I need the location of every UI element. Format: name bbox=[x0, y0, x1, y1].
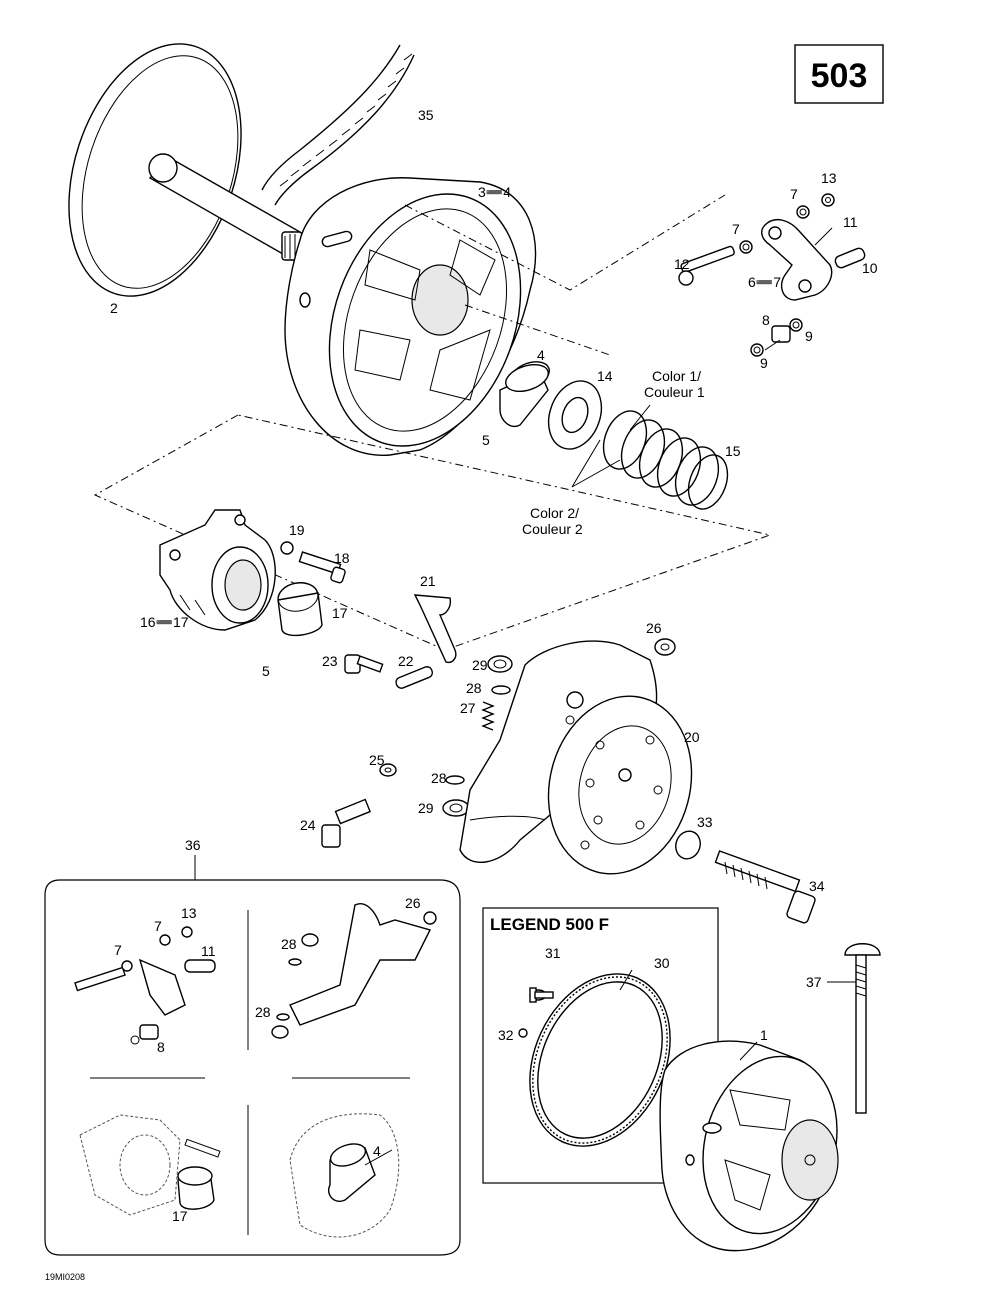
spring-color2-line1: Color 2/ bbox=[530, 505, 579, 521]
callout-7b: 7 bbox=[732, 221, 740, 237]
callout-9b: 9 bbox=[760, 355, 768, 371]
callout-21: 21 bbox=[420, 573, 436, 589]
callout-30: 30 bbox=[654, 955, 670, 971]
callout-16-17: 16➖17 bbox=[140, 614, 189, 630]
bushing-part-17 bbox=[277, 582, 323, 637]
callout-15: 15 bbox=[725, 443, 741, 459]
pin-part-22 bbox=[395, 666, 434, 689]
bushing-part-4 bbox=[499, 361, 550, 427]
callout-7a: 7 bbox=[790, 186, 798, 202]
callout-28b: 28 bbox=[431, 770, 447, 786]
callout-29a: 29 bbox=[472, 657, 488, 673]
screw-part-18-washer-19 bbox=[280, 541, 346, 584]
inset-arm-sketch bbox=[271, 903, 437, 1039]
dashed-guide-lines-upper bbox=[404, 194, 726, 356]
bolt-part-24 bbox=[321, 798, 371, 848]
sliding-half-part-20 bbox=[459, 640, 693, 875]
bolt-part-34 bbox=[714, 850, 816, 924]
callout-28c: 28 bbox=[281, 936, 297, 952]
washer-part-26 bbox=[654, 638, 676, 656]
spider-part-16-17 bbox=[159, 509, 276, 631]
callout-7c: 7 bbox=[154, 918, 162, 934]
callout-26a: 26 bbox=[646, 620, 662, 636]
callout-5a: 5 bbox=[482, 432, 490, 448]
callout-19: 19 bbox=[289, 522, 305, 538]
callout-13b: 13 bbox=[181, 905, 197, 921]
callout-9a: 9 bbox=[805, 328, 813, 344]
spring-color1-line2: Couleur 1 bbox=[644, 384, 705, 400]
fixed-half-part-1 bbox=[659, 1040, 839, 1252]
ring-part-28a bbox=[491, 685, 511, 695]
callout-6-7: 6➖7 bbox=[748, 274, 781, 290]
callout-7d: 7 bbox=[114, 942, 122, 958]
callout-4a: 4 bbox=[537, 347, 545, 363]
spring-part-27 bbox=[481, 701, 495, 731]
leader-lines bbox=[364, 339, 856, 1166]
callout-18: 18 bbox=[334, 550, 350, 566]
clutch-spring-part-15 bbox=[602, 410, 729, 510]
callout-11a: 11 bbox=[843, 214, 858, 230]
inset-spider-sketch bbox=[79, 1114, 221, 1216]
spring-color1-line1: Color 1/ bbox=[652, 368, 701, 384]
spring-seat-part-14 bbox=[547, 380, 603, 450]
callout-32: 32 bbox=[498, 1027, 514, 1043]
callout-13a: 13 bbox=[821, 170, 837, 186]
callout-29b: 29 bbox=[418, 800, 434, 816]
roller-part-29a bbox=[487, 655, 513, 673]
legend-500f-box: LEGEND 500 F bbox=[482, 907, 719, 1184]
lever-part-21 bbox=[413, 594, 457, 664]
callout-4b: 4 bbox=[373, 1143, 381, 1159]
inset-cup-sketch bbox=[289, 1113, 400, 1238]
fixed-sheave-part-2 bbox=[68, 43, 303, 297]
screw-part-23 bbox=[344, 654, 384, 674]
ring-part-28b bbox=[445, 775, 465, 785]
callout-28a: 28 bbox=[466, 680, 482, 696]
washer-part-33 bbox=[675, 830, 701, 860]
inset-lever-sketch bbox=[74, 926, 216, 1045]
callout-8a: 8 bbox=[762, 312, 770, 328]
callout-26b: 26 bbox=[405, 895, 421, 911]
callout-37: 37 bbox=[806, 974, 822, 990]
callout-28d: 28 bbox=[255, 1004, 271, 1020]
callout-17a: 17 bbox=[332, 605, 348, 621]
callout-24: 24 bbox=[300, 817, 316, 833]
callout-31: 31 bbox=[545, 945, 561, 961]
callout-10: 10 bbox=[862, 260, 878, 276]
callout-25: 25 bbox=[369, 752, 385, 768]
callout-2: 2 bbox=[110, 300, 118, 316]
governor-cup-part-3-4 bbox=[284, 177, 537, 456]
washer-part-25 bbox=[379, 763, 397, 777]
bolt-part-37 bbox=[844, 943, 881, 1114]
callout-8b: 8 bbox=[157, 1039, 165, 1055]
callout-3-4: 3➖4 bbox=[478, 184, 511, 200]
callout-11b: 11 bbox=[201, 943, 216, 959]
callout-22: 22 bbox=[398, 653, 414, 669]
callout-17b: 17 bbox=[172, 1208, 188, 1224]
callout-14: 14 bbox=[597, 368, 613, 384]
lever-assembly-parts-6-13 bbox=[678, 193, 866, 357]
callout-34: 34 bbox=[809, 878, 825, 894]
callout-12: 12 bbox=[674, 256, 690, 272]
callout-35: 35 bbox=[418, 107, 434, 123]
roller-part-29b bbox=[442, 799, 470, 817]
callout-33: 33 bbox=[697, 814, 713, 830]
drawing-reference: 19MI0208 bbox=[45, 1272, 85, 1282]
page-number-box: 503 bbox=[794, 44, 884, 104]
callout-5b: 5 bbox=[262, 663, 270, 679]
spring-color2-line2: Couleur 2 bbox=[522, 521, 583, 537]
callout-36: 36 bbox=[185, 837, 201, 853]
drive-belt-part-35 bbox=[261, 44, 415, 206]
callout-labels: 2 35 3➖4 13 7 7 11 12 10 6➖7 8 9 9 4 14 … bbox=[45, 107, 878, 1282]
callout-23: 23 bbox=[322, 653, 338, 669]
callout-1: 1 bbox=[760, 1027, 768, 1043]
page-number: 503 bbox=[811, 57, 868, 95]
callout-20: 20 bbox=[684, 729, 700, 745]
callout-27: 27 bbox=[460, 700, 476, 716]
inset-frame-part-36 bbox=[44, 855, 461, 1256]
legend-title: LEGEND 500 F bbox=[490, 915, 609, 934]
